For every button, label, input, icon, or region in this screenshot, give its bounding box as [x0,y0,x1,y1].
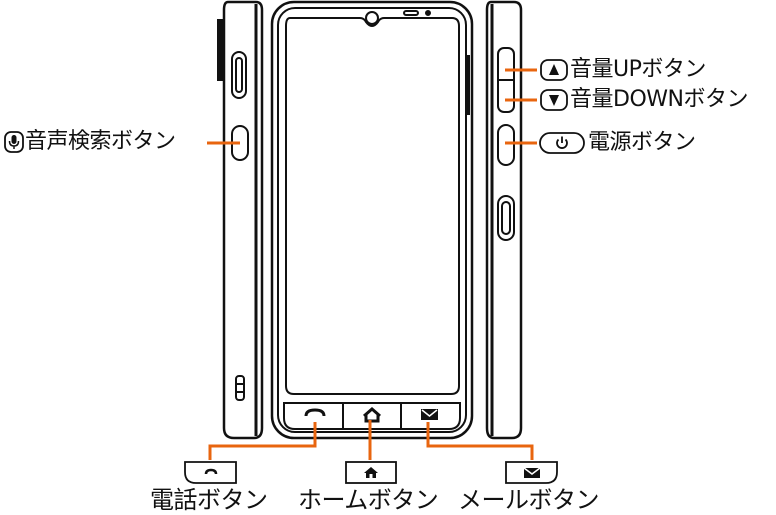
phone-right-side-view [467,0,523,440]
home-button-label: ホームボタン [298,486,439,514]
voice-search-button-label: 音声検索ボタン [25,129,176,154]
phone-button-label: 電話ボタン [150,486,268,514]
volume-down-button-label: 音量DOWNボタン [570,87,748,112]
phone-front-view [270,0,474,440]
volume-down-key-icon [540,89,568,111]
leader-lines [207,68,537,460]
home-key-icon [345,461,397,484]
mail-key-icon [505,461,558,484]
mic-key-icon [4,131,24,153]
phone-key-icon [184,461,237,484]
phone-left-side-view [217,0,264,440]
volume-up-button-label: 音量UPボタン [570,57,706,82]
power-key-icon [539,132,585,154]
power-button-label: 電源ボタン [588,130,696,155]
volume-up-key-icon [540,59,568,81]
mail-button-label: メールボタン [458,486,600,514]
